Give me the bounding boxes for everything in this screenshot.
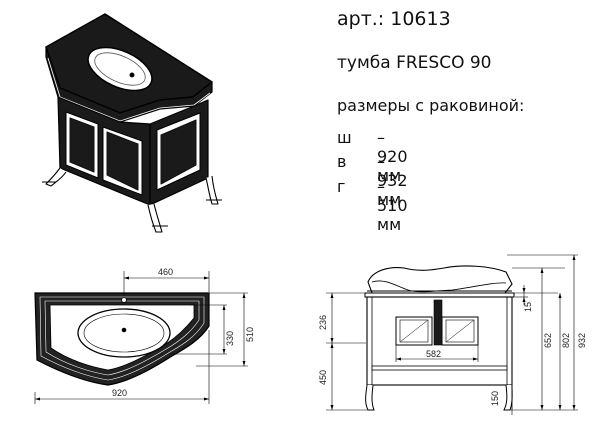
vanity-isometric-drawing <box>42 13 222 233</box>
article-number: арт.: 10613 <box>337 8 451 30</box>
dim-front-582: 582 <box>426 349 441 359</box>
dim-front-652: 652 <box>543 333 553 348</box>
dim-top-330: 330 <box>225 331 235 346</box>
dim-front-236: 236 <box>318 315 328 330</box>
front-view-drawing <box>326 254 578 415</box>
product-name: тумба FRESCO 90 <box>337 53 492 73</box>
dim-front-932: 932 <box>577 333 587 348</box>
dim-top-510: 510 <box>245 327 255 342</box>
dim-front-802: 802 <box>561 333 571 348</box>
dim-front-150: 150 <box>490 391 500 406</box>
top-view-drawing <box>34 271 248 404</box>
dim-top-920: 920 <box>112 388 127 398</box>
dim-top-460: 460 <box>158 267 173 277</box>
specs-heading: размеры с раковиной: <box>337 96 525 115</box>
dim-front-450: 450 <box>318 370 328 385</box>
dim-front-15: 15 <box>523 302 533 312</box>
